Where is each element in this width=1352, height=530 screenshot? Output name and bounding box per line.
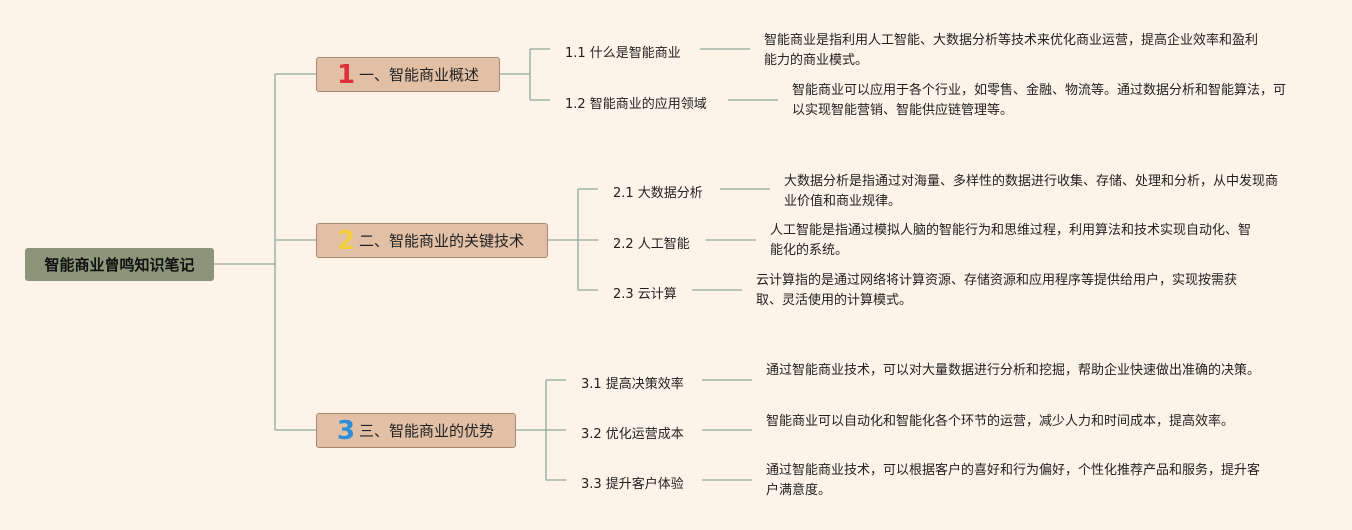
topic-2-1-desc: 大数据分析是指通过对海量、多样性的数据进行收集、存储、处理和分析，从中发现商业价… — [784, 174, 1279, 209]
topic-1-2[interactable]: 1.2 智能商业的应用领域 — [565, 97, 707, 112]
number-2-icon: 2 — [336, 225, 356, 256]
section-node-1[interactable]: 1 一、智能商业概述 — [316, 57, 500, 92]
topic-2-3-desc: 云计算指的是通过网络将计算资源、存储资源和应用程序等提供给用户，实现按需获取、灵… — [756, 273, 1238, 308]
topic-2-2[interactable]: 2.2 人工智能 — [613, 237, 690, 252]
topic-3-1[interactable]: 3.1 提高决策效率 — [581, 377, 684, 392]
topic-3-2[interactable]: 3.2 优化运营成本 — [581, 427, 684, 442]
topic-1-1[interactable]: 1.1 什么是智能商业 — [565, 46, 681, 61]
section-title-1: 一、智能商业概述 — [359, 66, 480, 84]
topic-3-1-desc: 通过智能商业技术，可以对大量数据进行分析和挖掘，帮助企业快速做出准确的决策。 — [766, 363, 1261, 378]
number-1-icon: 1 — [336, 59, 356, 90]
topic-3-3-desc: 通过智能商业技术，可以根据客户的喜好和行为偏好，个性化推荐产品和服务，提升客户满… — [766, 463, 1261, 498]
topic-1-1-desc: 智能商业是指利用人工智能、大数据分析等技术来优化商业运营，提高企业效率和盈利能力… — [764, 33, 1259, 68]
topic-2-1[interactable]: 2.1 大数据分析 — [613, 186, 703, 201]
topic-3-2-desc: 智能商业可以自动化和智能化各个环节的运营，减少人力和时间成本，提高效率。 — [766, 414, 1235, 429]
topic-2-3[interactable]: 2.3 云计算 — [613, 287, 677, 302]
topic-1-2-desc: 智能商业可以应用于各个行业，如零售、金融、物流等。通过数据分析和智能算法，可以实… — [792, 83, 1287, 118]
topic-2-2-desc: 人工智能是指通过模拟人脑的智能行为和思维过程，利用算法和技术实现自动化、智能化的… — [770, 223, 1252, 258]
section-title-3: 三、智能商业的优势 — [359, 422, 495, 440]
root-node[interactable]: 智能商业曾鸣知识笔记 — [25, 248, 214, 281]
topic-3-3[interactable]: 3.3 提升客户体验 — [581, 477, 684, 492]
section-node-3[interactable]: 3 三、智能商业的优势 — [316, 413, 516, 448]
number-3-icon: 3 — [336, 415, 356, 446]
root-title: 智能商业曾鸣知识笔记 — [44, 256, 195, 274]
section-title-2: 二、智能商业的关键技术 — [359, 232, 525, 250]
section-node-2[interactable]: 2 二、智能商业的关键技术 — [316, 223, 548, 258]
